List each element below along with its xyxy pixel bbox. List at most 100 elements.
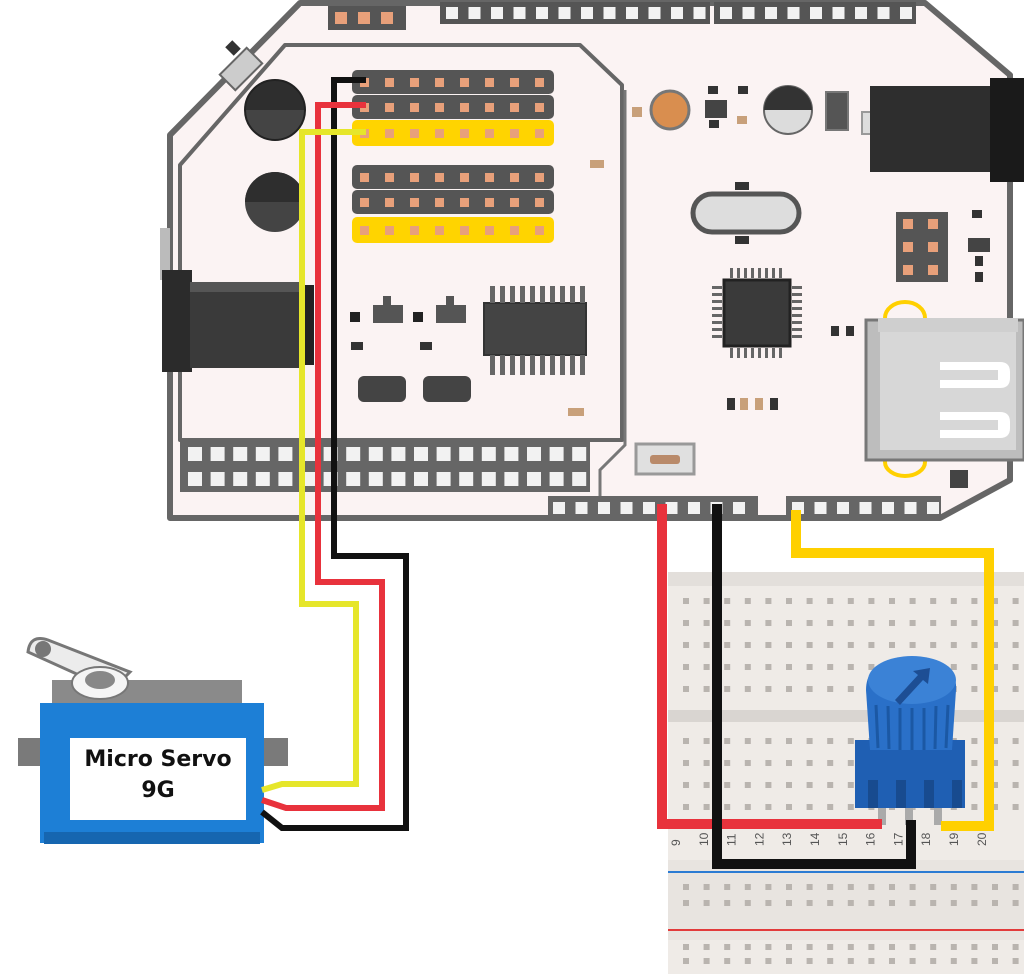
breadboard-hole (1012, 620, 1019, 626)
breadboard-hole (971, 598, 978, 604)
header-pin (536, 7, 548, 19)
header-pin (485, 103, 494, 112)
header-pin (460, 173, 469, 182)
chip-leg (580, 286, 585, 303)
chip-leg (737, 348, 740, 358)
pot-power-wire (657, 504, 882, 829)
header-pin (510, 129, 519, 138)
breadboard-hole (744, 686, 751, 692)
breadboard-hole (1012, 804, 1019, 810)
breadboard-hole (806, 738, 813, 744)
led (590, 160, 604, 168)
chip-leg (772, 348, 775, 358)
breadboard-hole (868, 664, 875, 670)
breadboard-hole (1012, 944, 1019, 950)
breadboard-hole (889, 620, 895, 626)
breadboard-hole (847, 642, 854, 648)
breadboard-hole (703, 884, 710, 890)
breadboard-hole (683, 760, 689, 766)
header-pin (410, 78, 419, 87)
breadboard-hole (827, 760, 834, 766)
servo-power-wire (261, 102, 385, 811)
header-pin (385, 198, 394, 207)
header-pin (410, 198, 419, 207)
breadboard-hole (806, 760, 813, 766)
breadboard-hole (806, 884, 813, 890)
breadboard-hole (724, 620, 731, 626)
breadboard-hole (765, 782, 772, 788)
chip-leg (792, 293, 802, 296)
breadboard-hole (909, 620, 916, 626)
breadboard-hole (868, 884, 875, 890)
microcontroller-chip (722, 278, 792, 348)
header-pin (882, 502, 894, 514)
breadboard-hole (827, 900, 834, 906)
header-pin (468, 7, 481, 19)
breadboard-hole (703, 900, 710, 906)
breadboard-hole (724, 804, 731, 810)
top-pin-holes (446, 7, 912, 19)
breadboard-hole (703, 620, 710, 626)
breadboard-hole (847, 686, 854, 692)
breadboard-hole (847, 760, 854, 766)
wires (260, 77, 994, 869)
breadboard-hole (971, 642, 978, 648)
header-pin (255, 447, 270, 461)
breadboard-hole (786, 664, 792, 670)
breadboard-hole (992, 664, 998, 670)
breadboard-hole (765, 804, 772, 810)
breadboard-hole (703, 782, 710, 788)
breadboard-hole (1012, 958, 1019, 964)
header-pin (385, 173, 394, 182)
header-pin (603, 7, 616, 19)
chip-leg (712, 335, 722, 338)
breadboard-hole (786, 598, 792, 604)
pot-signal-wire (791, 510, 994, 831)
breadboard-hole (786, 686, 792, 692)
breadboard-hole (971, 944, 978, 950)
header-pin (513, 7, 526, 19)
header-pin (720, 7, 732, 19)
capacitor-large-1 (244, 79, 306, 141)
breadboard-hole (744, 804, 751, 810)
header-pin (360, 198, 369, 207)
breadboard-hole (847, 664, 854, 670)
breadboard-hole (1012, 782, 1019, 788)
breadboard-hole (765, 664, 772, 670)
breadboard-hole (1012, 738, 1019, 744)
chip-leg (580, 355, 585, 375)
chip-leg (792, 328, 802, 331)
breadboard-hole (786, 760, 792, 766)
header-pin (410, 173, 419, 182)
breadboard-hole (806, 642, 813, 648)
breadboard-hole (868, 620, 875, 626)
breadboard-hole (971, 782, 978, 788)
header-pin (481, 472, 496, 486)
breadboard-hole (971, 760, 978, 766)
breadboard-hole (1012, 664, 1019, 670)
header-pin (385, 226, 394, 235)
breadboard-hole (992, 782, 998, 788)
breadboard-hole (786, 958, 792, 964)
breadboard-hole (765, 900, 772, 906)
breadboard-hole (744, 598, 751, 604)
header-pin (278, 472, 293, 486)
breadboard-hole (847, 958, 854, 964)
header-pin (620, 502, 633, 514)
chip-leg (758, 348, 761, 358)
breadboard-hole (744, 900, 751, 906)
capacitor-large-2 (245, 172, 305, 232)
header-pin (485, 226, 494, 235)
breadboard-hole (827, 804, 834, 810)
breadboard-hole (909, 884, 916, 890)
breadboard-hole (806, 620, 813, 626)
header-pin (648, 7, 661, 19)
header-pin (435, 173, 444, 182)
header-pin (535, 129, 544, 138)
header-pin (414, 447, 428, 461)
header-pin (188, 472, 202, 486)
header-pin (859, 502, 872, 514)
breadboard-column-number: 11 (725, 833, 739, 846)
servo-label-panel (70, 738, 246, 820)
header-pin (410, 226, 419, 235)
